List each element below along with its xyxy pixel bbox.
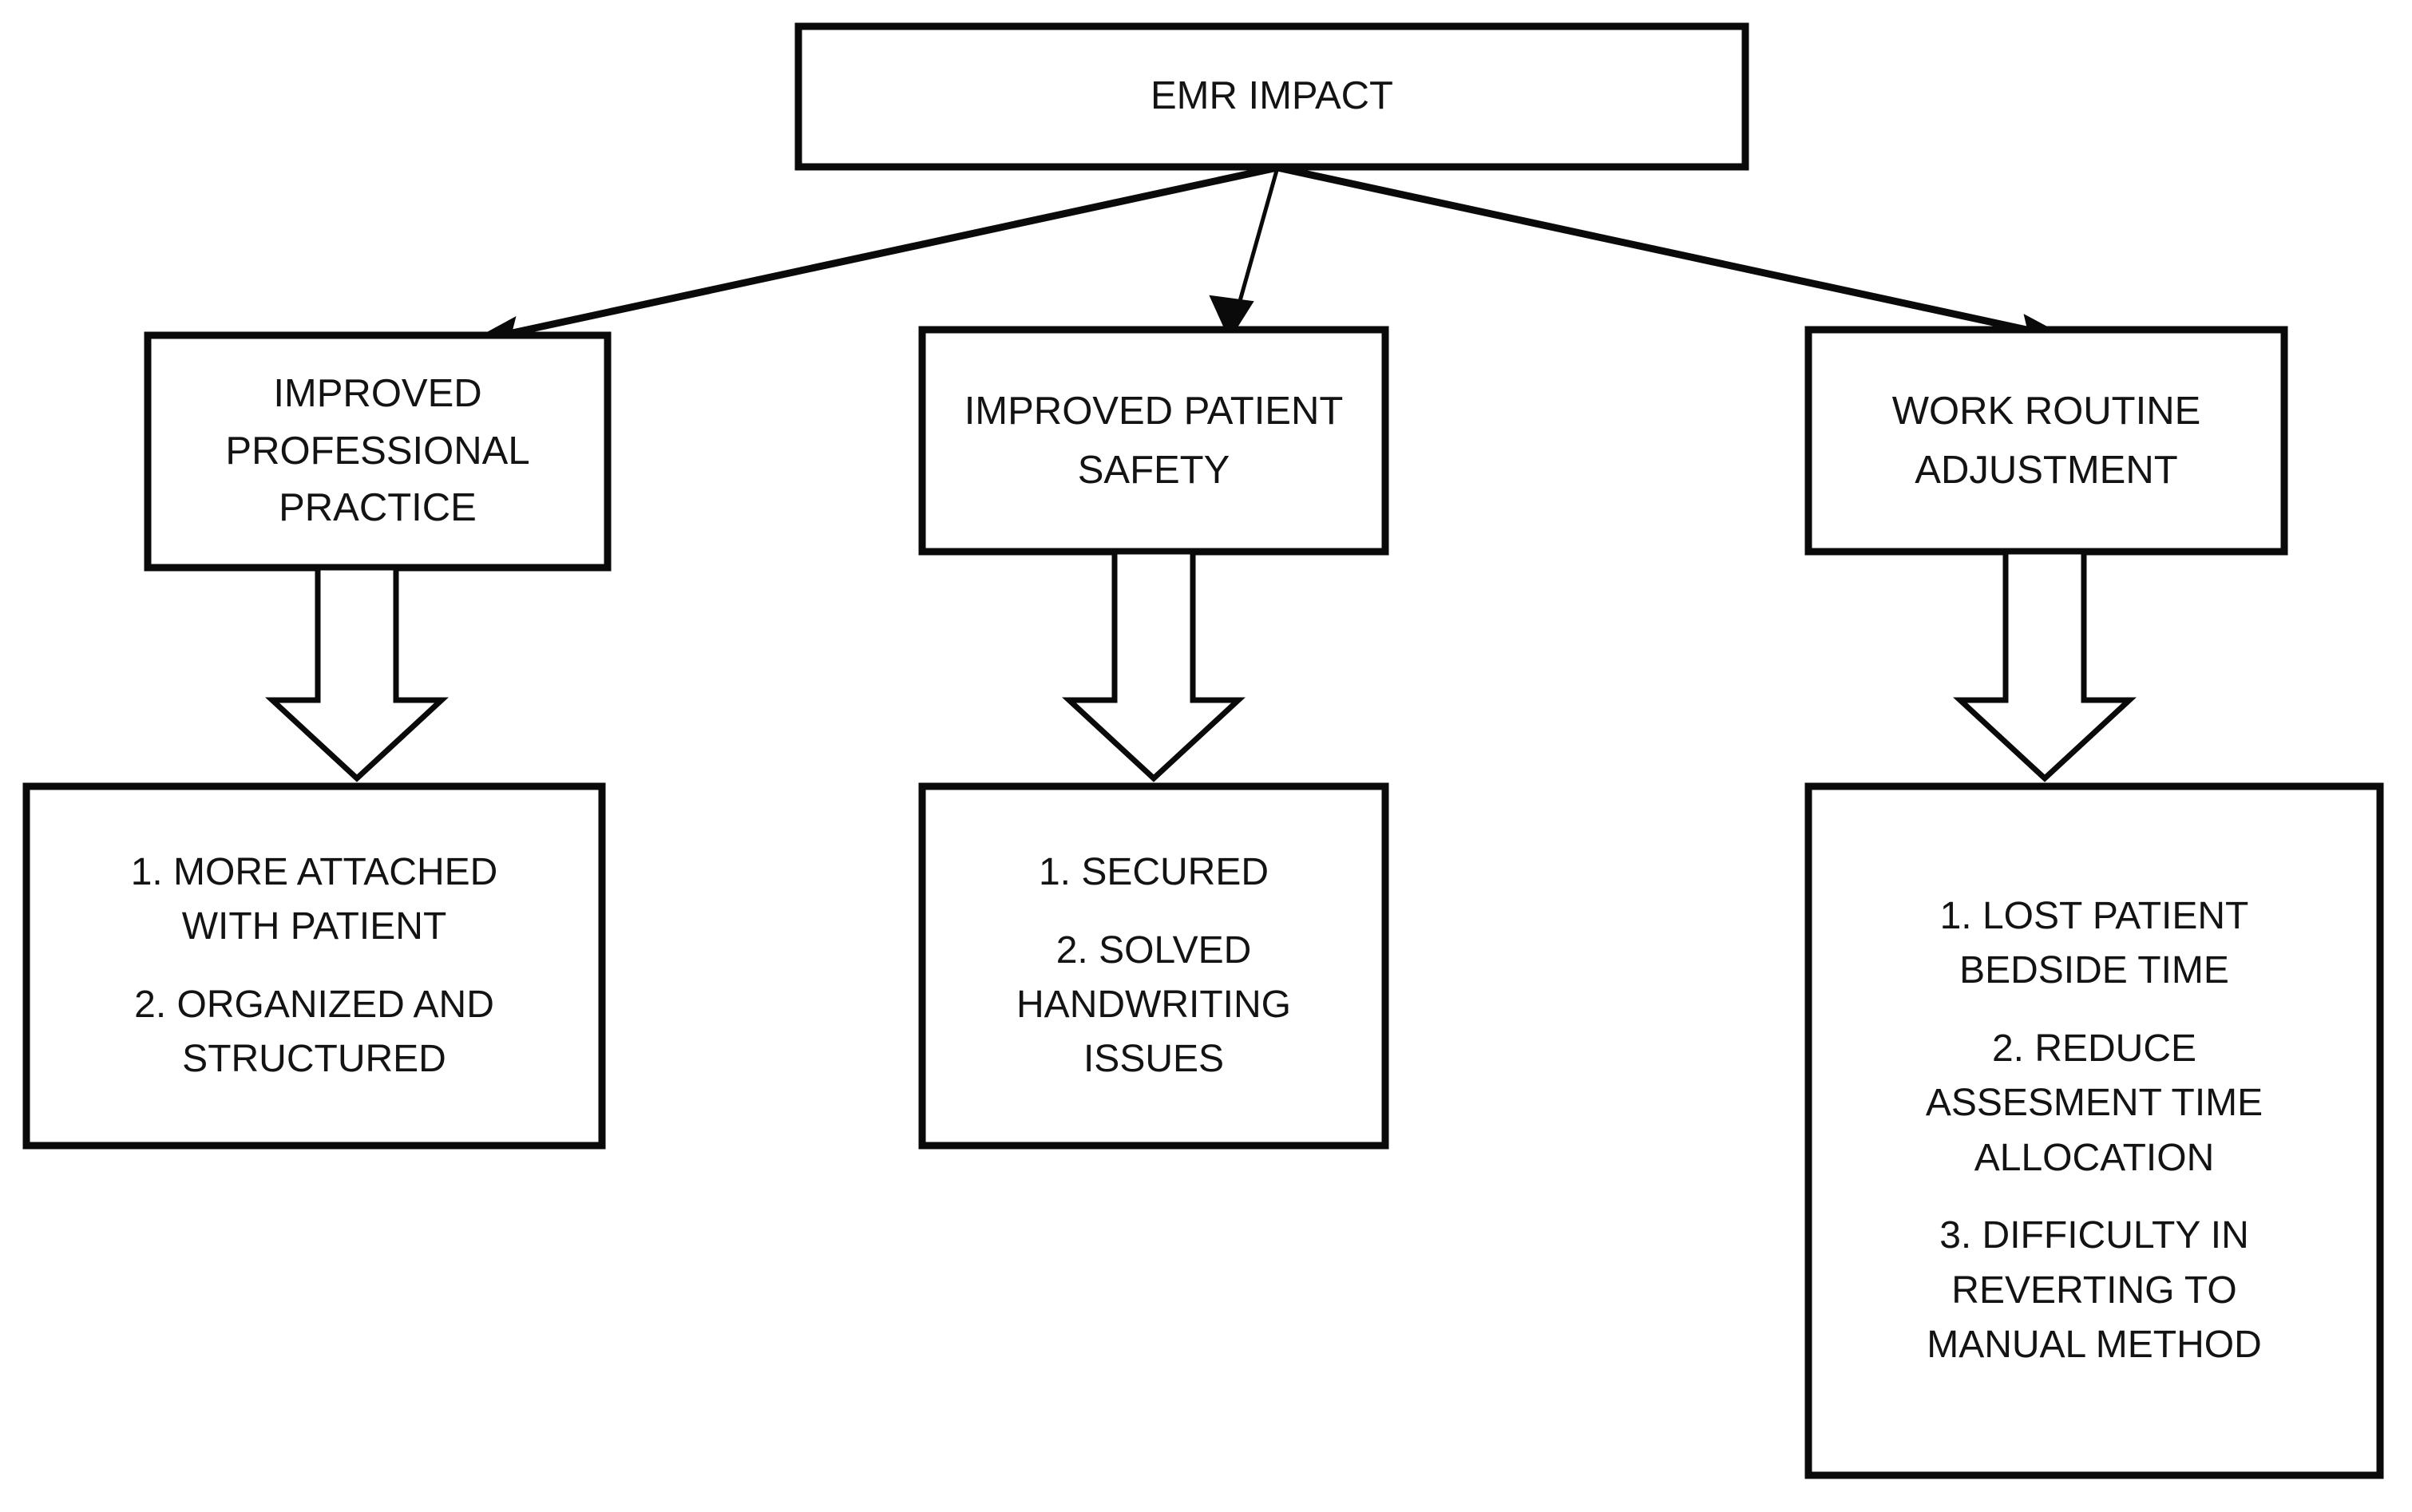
arrow-head-icon xyxy=(1209,295,1254,341)
node-box-outcomes-work-routine[interactable] xyxy=(1804,782,2384,1479)
node-box-outcomes-patient-safety[interactable] xyxy=(918,782,1389,1150)
node-box-emr-impact[interactable] xyxy=(794,22,1749,171)
connector-root-to-improved-patient-safety xyxy=(1209,167,1280,341)
block-arrow-down-icon-work-routine xyxy=(1953,548,2137,782)
node-box-work-routine-adjustment[interactable] xyxy=(1804,326,2288,556)
node-box-improved-patient-safety[interactable] xyxy=(918,326,1389,556)
block-arrow-down-icon-patient-safety xyxy=(1062,548,1246,782)
node-box-outcomes-professional-practice[interactable] xyxy=(22,782,606,1150)
block-arrow-down-icon-professional-practice xyxy=(265,564,449,782)
node-box-improved-professional-practice[interactable] xyxy=(144,331,612,572)
